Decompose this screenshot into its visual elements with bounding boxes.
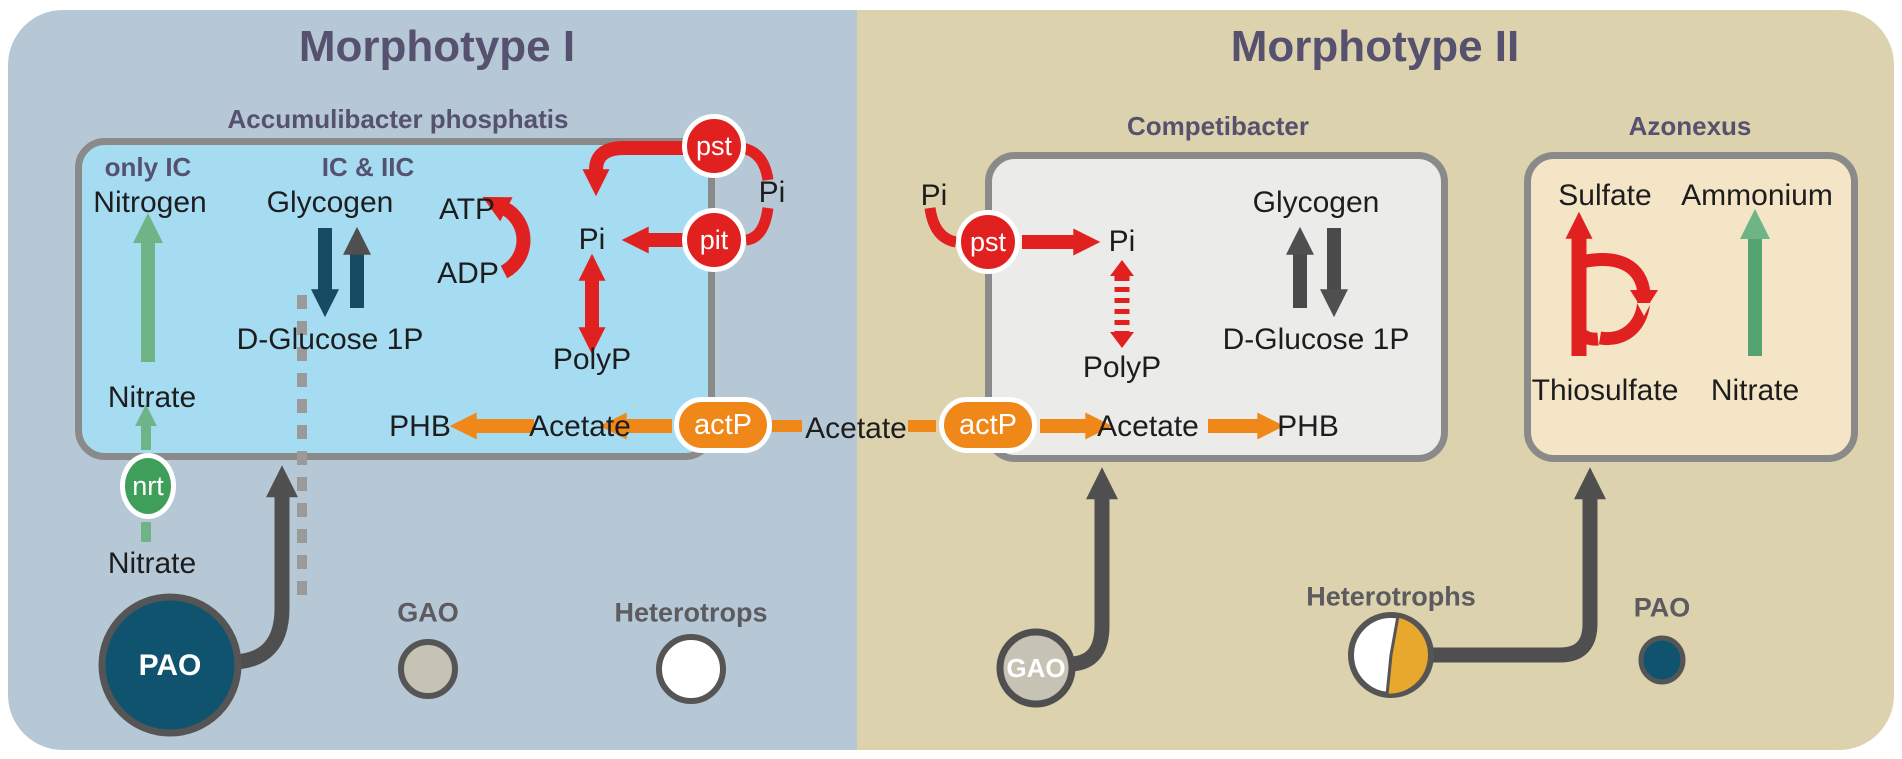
- d-glucose-label-comp: D-Glucose 1P: [1222, 323, 1410, 356]
- nitrate-inside-label: Nitrate: [107, 381, 197, 414]
- thiosulfate-label: Thiosulfate: [1531, 374, 1679, 407]
- azonexus-label: Azonexus: [1628, 111, 1752, 141]
- glycogen-label-comp: Glycogen: [1252, 186, 1380, 219]
- nitrate-label-azo: Nitrate: [1710, 374, 1800, 407]
- phb-label-comp: PHB: [1277, 410, 1339, 443]
- competibacter-label: Competibacter: [1126, 111, 1310, 141]
- pst-transporter-m1: pst: [682, 114, 746, 178]
- nrt-transporter-m1: nrt: [120, 453, 176, 519]
- phb-label-m1: PHB: [389, 410, 451, 443]
- pi-outside-label-m1: Pi: [758, 176, 786, 209]
- competibacter-cell: [985, 152, 1448, 462]
- pao-uptake-arrow: [226, 465, 298, 670]
- gao-label-m1: GAO: [397, 597, 459, 628]
- acetate-inside-label-comp: Acetate: [1097, 410, 1199, 443]
- heterotrophs-uptake-arrow: [1426, 467, 1606, 663]
- pao-circle-m2: [1638, 635, 1686, 685]
- sulfate-label: Sulfate: [1558, 179, 1652, 212]
- gao-uptake-arrow: [1064, 467, 1118, 672]
- pit-transporter-m1: pit: [682, 208, 746, 272]
- heterotrophs-label-m2: Heterotrophs: [1306, 581, 1476, 612]
- pao-circle-m1: [98, 593, 242, 737]
- pst-import-arrow-comp: [924, 207, 1101, 256]
- region-only-ic: only IC: [104, 152, 192, 182]
- acetate-inside-label-m1: Acetate: [529, 410, 631, 443]
- ammonium-label: Ammonium: [1681, 179, 1833, 212]
- acetate-between-label: Acetate: [805, 412, 907, 445]
- gao-circle-m1: [398, 639, 458, 699]
- pi-inside-label-comp: Pi: [1108, 225, 1136, 258]
- gao-circle-m2: [996, 628, 1076, 708]
- heterotrophs-pie-m2: [1348, 612, 1434, 698]
- adp-label: ADP: [437, 257, 499, 290]
- glycogen-dglucose-arrows-comp: [1286, 226, 1348, 318]
- morphotype1-title: Morphotype I: [298, 22, 576, 71]
- accumulibacter-label: Accumulibacter phosphatis: [227, 104, 569, 134]
- region-ic-iic: IC & IIC: [321, 152, 415, 182]
- pi-inside-label-m1: Pi: [578, 223, 606, 256]
- thiosulfate-sulfate-cycle-arrow: [1565, 211, 1658, 356]
- nitrate-outside-label: Nitrate: [107, 547, 197, 580]
- d-glucose-label-m1: D-Glucose 1P: [236, 323, 424, 356]
- pao-label-m1: PAO: [138, 649, 202, 682]
- polyp-label-comp: PolyP: [1082, 351, 1162, 384]
- glycogen-label-m1: Glycogen: [266, 186, 394, 219]
- atp-label: ATP: [438, 193, 496, 226]
- pao-label-m2: PAO: [1633, 592, 1691, 623]
- pst-transporter-comp: pst: [956, 210, 1020, 274]
- actp-transporter-comp: actP: [939, 397, 1037, 453]
- glycogen-dglucose-arrows: [311, 226, 371, 318]
- nitrogen-label: Nitrogen: [93, 186, 207, 219]
- pi-outside-label-comp: Pi: [920, 179, 948, 212]
- pi-polyp-dashed-arrow: [1110, 260, 1134, 348]
- polyp-label-m1: PolyP: [552, 343, 632, 376]
- adp-atp-cycle-arrow: [482, 196, 531, 279]
- pit-import-arrow: [621, 207, 774, 254]
- ic-iic-divider: [297, 295, 307, 595]
- gao-label-m2: GAO: [1006, 653, 1066, 683]
- heterotrophs-circle-m1: [656, 634, 726, 704]
- actp-transporter-m1: actP: [674, 397, 772, 453]
- morphotype2-title: Morphotype II: [1230, 22, 1520, 71]
- heterotrophs-label-m1: Heterotrops: [614, 597, 768, 628]
